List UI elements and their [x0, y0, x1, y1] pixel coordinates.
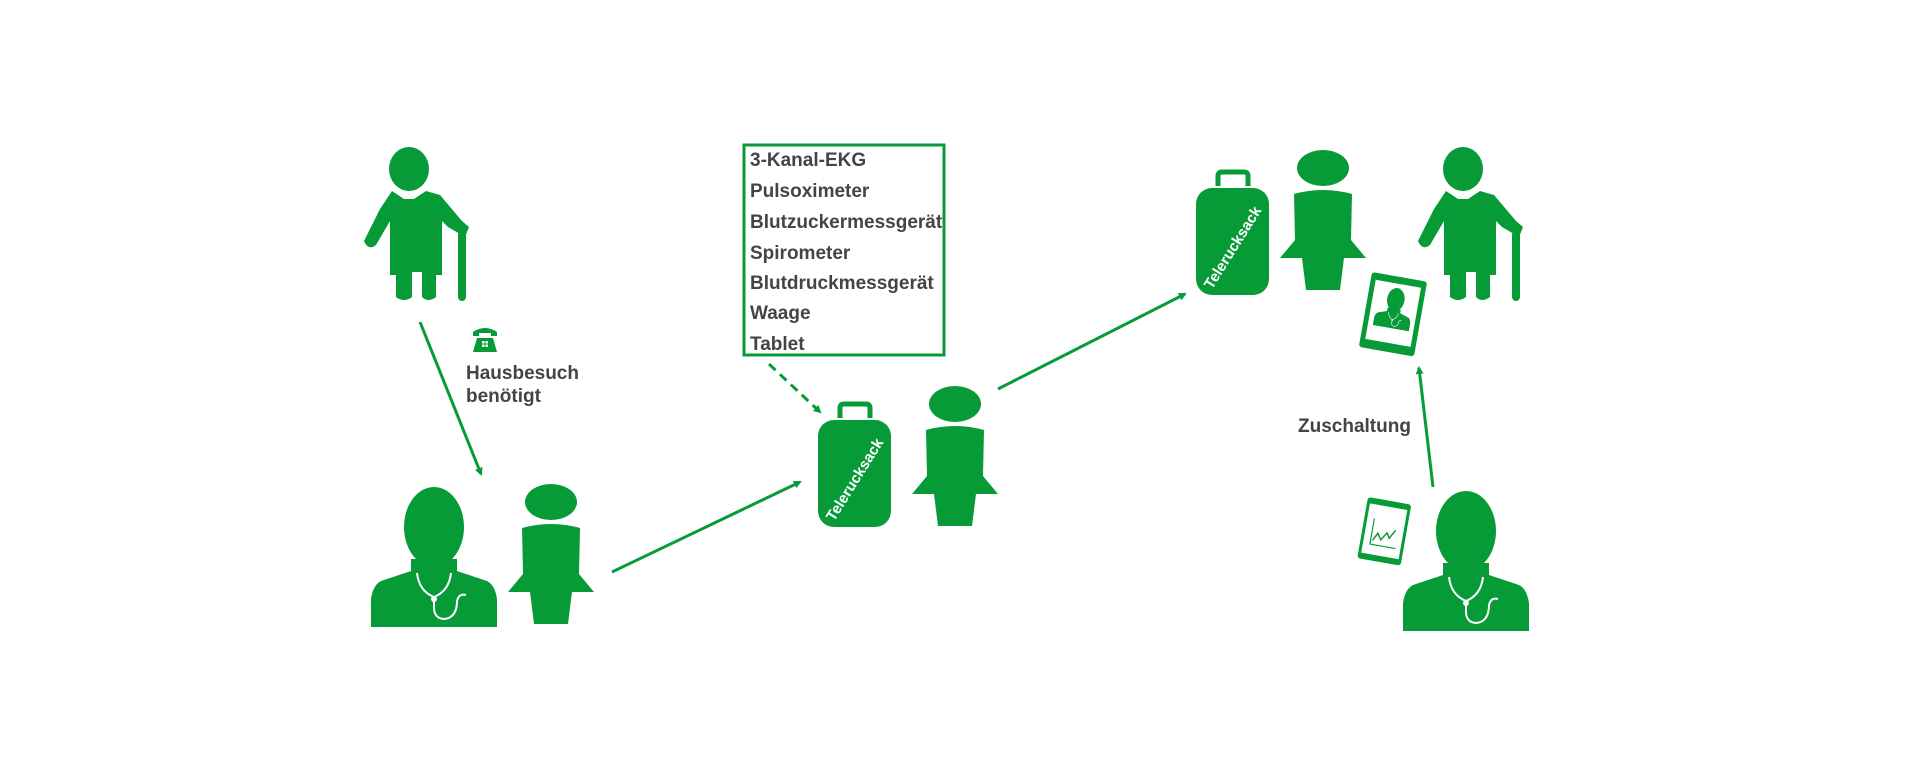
equipment-item: Blutzuckermessgerät	[750, 212, 943, 233]
benoetigt-label: benötigt	[466, 386, 542, 407]
tablet-doctor-icon	[1359, 272, 1427, 357]
backpack-icon: Telerucksack	[818, 404, 891, 527]
equipment-item: Tablet	[750, 334, 805, 355]
equipment-item: 3-Kanal-EKG	[750, 150, 866, 171]
arrow-to-patient-home	[997, 292, 1187, 391]
elderly-person-icon	[364, 147, 469, 301]
woman-icon	[1280, 150, 1366, 290]
elderly-person-icon	[1418, 147, 1523, 301]
arrow-to-nurse-visit	[611, 480, 802, 574]
woman-icon	[508, 484, 594, 624]
woman-icon	[912, 386, 998, 526]
arrow-call-to-doctor	[418, 321, 483, 476]
equipment-item: Pulsoximeter	[750, 181, 870, 202]
tablet-chart-icon	[1357, 497, 1411, 566]
doctor-icon	[370, 486, 498, 628]
doctor-icon	[1402, 490, 1530, 632]
hausbesuch-label: Hausbesuch	[466, 363, 579, 384]
equipment-list-box	[742, 143, 946, 357]
dashed-arrow-to-backpack	[767, 362, 822, 414]
telephone-icon	[473, 328, 497, 352]
backpack-icon: Telerucksack	[1196, 172, 1269, 295]
equipment-item: Waage	[750, 303, 811, 324]
zuschaltung-label: Zuschaltung	[1298, 416, 1411, 437]
equipment-item: Blutdruckmessgerät	[750, 273, 934, 294]
equipment-item: Spirometer	[750, 243, 851, 264]
arrow-zuschaltung	[1415, 366, 1435, 488]
